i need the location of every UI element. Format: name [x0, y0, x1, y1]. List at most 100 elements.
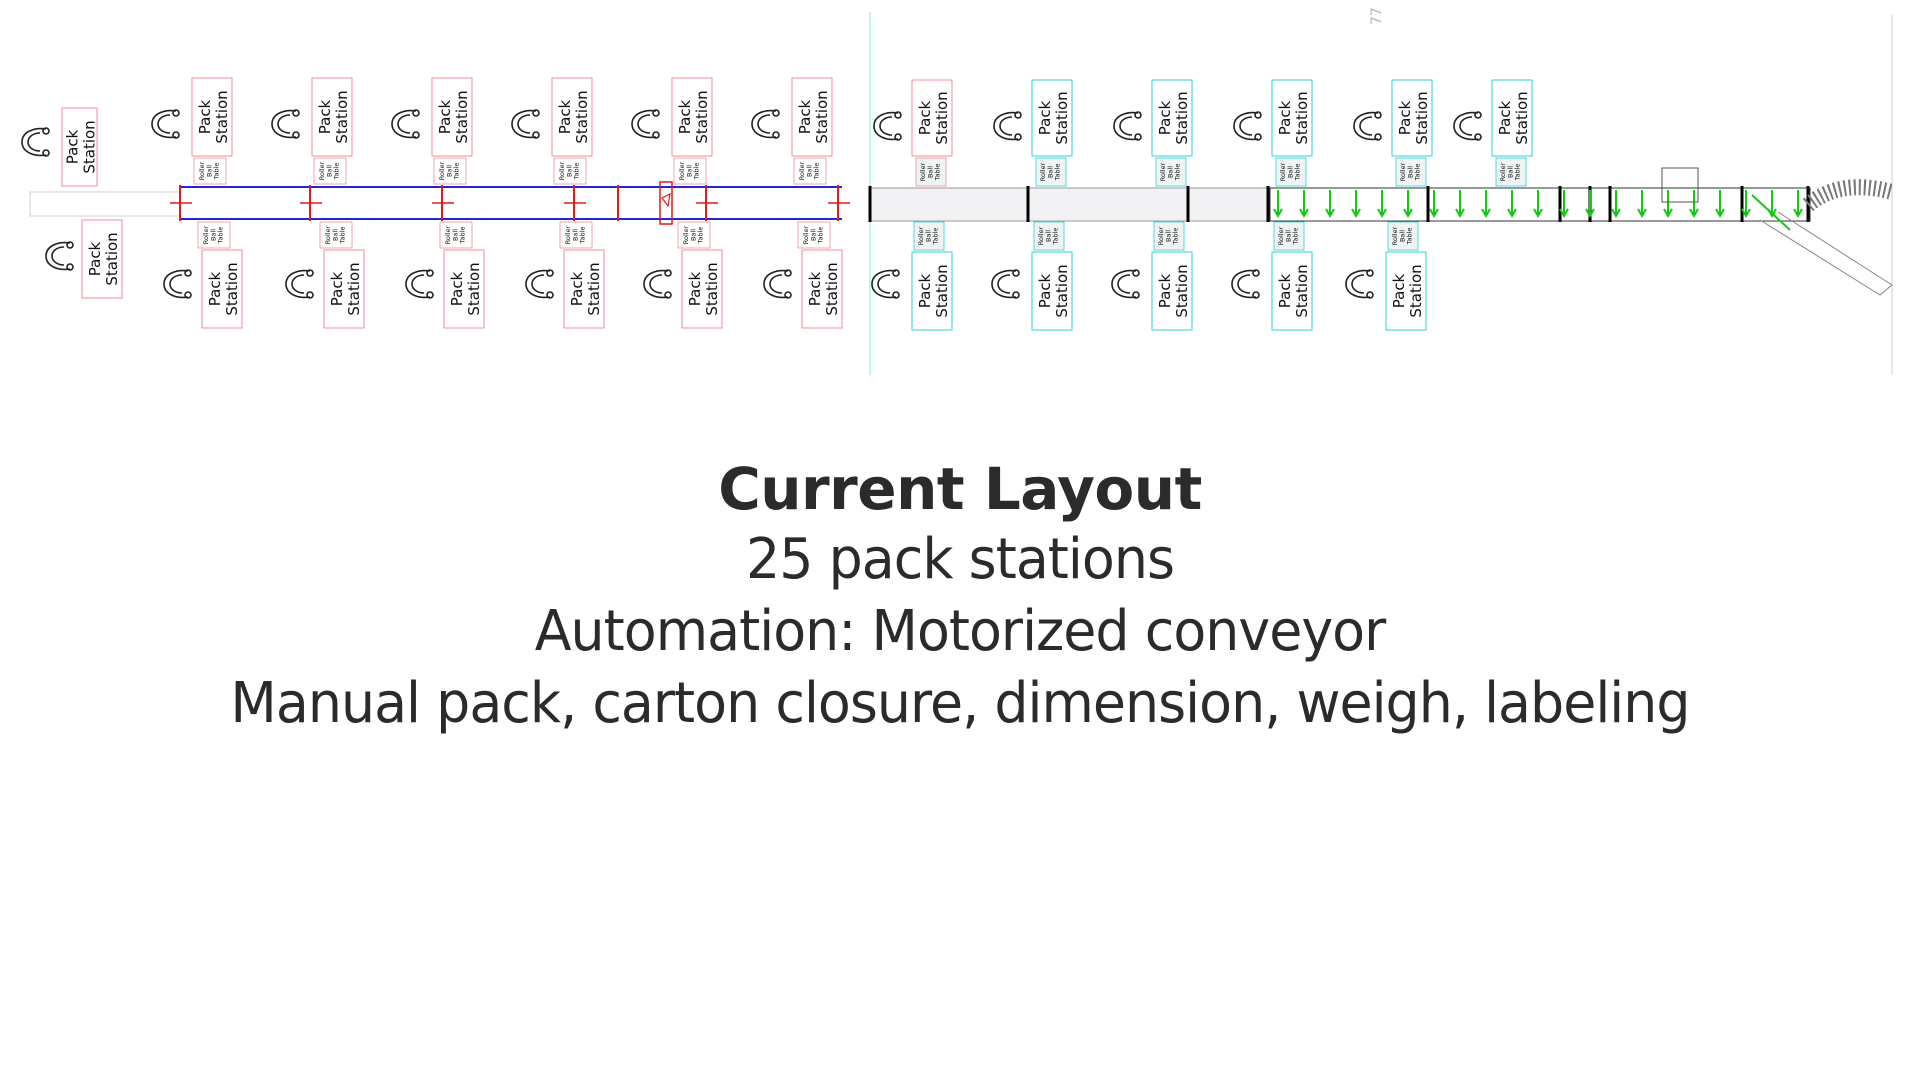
gravity-conveyor — [869, 187, 1271, 222]
roller-ball-table-box — [673, 157, 707, 185]
pack-station-box — [1151, 251, 1193, 331]
pack-station-label: PackStation — [328, 262, 363, 315]
chair-arm — [1132, 269, 1140, 277]
chair-back — [643, 269, 669, 299]
pack-station-label: PackStation — [1156, 264, 1191, 317]
roller-ball-table-label-line: Ball — [451, 229, 459, 241]
chair-arm — [772, 109, 780, 117]
chair-seat — [877, 274, 891, 294]
roller-ball-table-box — [797, 221, 831, 249]
chair-arm — [1374, 133, 1382, 141]
chair-icon — [643, 269, 672, 299]
roller-ball-table-label-line: Roller — [1399, 162, 1407, 181]
chair-arm — [1014, 133, 1022, 141]
pack-station: PackStation — [61, 107, 99, 187]
roller-ball-table-box — [1273, 221, 1305, 251]
pack-station-label-line: Station — [1293, 91, 1311, 144]
pack-station-box — [1271, 251, 1313, 331]
roller-ball-table-label-line: Roller — [682, 225, 690, 244]
chair-seat — [291, 274, 305, 294]
roller-ball-table: RollerBallTable — [793, 157, 827, 185]
roller-ball-table: RollerBallTable — [1155, 157, 1187, 187]
pack-station-label-line: Station — [1413, 91, 1431, 144]
pack-station-label-line: Station — [823, 262, 841, 315]
pack-station-label-line: Pack — [1036, 273, 1054, 308]
roller-ball-table: RollerBallTable — [1273, 221, 1305, 251]
chair-arm — [292, 109, 300, 117]
roller-ball-table-label-line: Table — [1413, 164, 1421, 182]
roller-ball-table-label: RollerBallTable — [682, 225, 704, 244]
pack-station: PackStation — [1271, 79, 1313, 157]
roller-ball-table-label-line: Table — [1171, 228, 1179, 246]
chair-icon — [511, 109, 540, 139]
chair-back — [1233, 111, 1259, 141]
motorized-arrow-head — [1611, 208, 1621, 219]
roller-ball-table: RollerBallTable — [1033, 221, 1065, 251]
chair-seat — [997, 274, 1011, 294]
pack-station: PackStation — [191, 77, 233, 157]
chair-seat — [397, 114, 411, 134]
chair-icon — [1345, 269, 1374, 299]
roller-ball-table: RollerBallTable — [433, 157, 467, 185]
chair-arm — [1254, 111, 1262, 119]
motorized-arrow-head — [1715, 208, 1725, 219]
chair-arm — [894, 133, 902, 141]
pack-station-label-line: Station — [703, 262, 721, 315]
chair-arm — [784, 291, 792, 299]
roller-ball-table-box — [1035, 157, 1067, 187]
roller-ball-table-label-line: Ball — [809, 229, 817, 241]
roller-ball-table-label-line: Ball — [1506, 166, 1514, 178]
pack-station-label-line: Station — [1173, 91, 1191, 144]
roller-ball-table-label: RollerBallTable — [438, 161, 460, 180]
pack-station: PackStation — [563, 249, 605, 329]
roller-ball-table-label: RollerBallTable — [318, 161, 340, 180]
roller-ball-table-label-line: Roller — [558, 161, 566, 180]
pack-station-label-line: Pack — [63, 129, 81, 164]
pack-station: PackStation — [1271, 251, 1313, 331]
roller-ball-table-label: RollerBallTable — [1499, 162, 1521, 181]
pack-station-box — [791, 77, 833, 157]
pack-station-box — [681, 249, 723, 329]
pack-station-label-line: Station — [1293, 264, 1311, 317]
roller-ball-table-label-line: Ball — [926, 166, 934, 178]
motorized-arrow-head — [1273, 208, 1283, 219]
manual-process-line: Manual pack, carton closure, dimension, … — [230, 671, 1690, 736]
chair-arm — [1012, 291, 1020, 299]
pack-station-label-line: Pack — [86, 241, 104, 276]
pack-station-label: PackStation — [568, 262, 603, 315]
roller-ball-table-label-line: Table — [1291, 228, 1299, 246]
roller-ball-table-label-line: Roller — [1277, 226, 1285, 245]
pack-station-label-line: Pack — [1496, 100, 1514, 135]
chair-arm — [546, 269, 554, 277]
motorized-arrow-head — [1585, 208, 1595, 219]
roller-ball-table-box — [1155, 157, 1187, 187]
pack-station: PackStation — [443, 249, 485, 329]
chair-arm — [652, 131, 660, 139]
chair-arm — [1254, 133, 1262, 141]
chair-arm — [1366, 291, 1374, 299]
chair-icon — [751, 109, 780, 139]
chair-seat — [1237, 274, 1251, 294]
pack-station-box — [201, 249, 243, 329]
roller-ball-table-label-line: Roller — [678, 161, 686, 180]
pack-station: PackStation — [791, 77, 833, 157]
roller-ball-table-box — [793, 157, 827, 185]
roller-ball-table-label-line: Roller — [202, 225, 210, 244]
roller-ball-table: RollerBallTable — [1035, 157, 1067, 187]
roller-ball-table: RollerBallTable — [319, 221, 353, 249]
pack-station-label: PackStation — [436, 90, 471, 143]
roller-ball-table-label-line: Roller — [324, 225, 332, 244]
chair-icon — [271, 109, 300, 139]
chair-icon — [873, 111, 902, 141]
pack-station-box — [323, 249, 365, 329]
chair-arm — [784, 269, 792, 277]
chair-back — [405, 269, 431, 299]
motorized-arrow-head — [1481, 208, 1491, 219]
chair-seat — [637, 114, 651, 134]
roller-ball-table-label-line: Table — [1053, 164, 1061, 182]
roller-ball-table-label-line: Roller — [917, 226, 925, 245]
roller-ball-table-label-line: Table — [212, 163, 220, 181]
pack-station-label: PackStation — [63, 120, 98, 173]
roller-ball-table-label-line: Ball — [1286, 166, 1294, 178]
motorized-arrow-head — [1793, 208, 1803, 219]
